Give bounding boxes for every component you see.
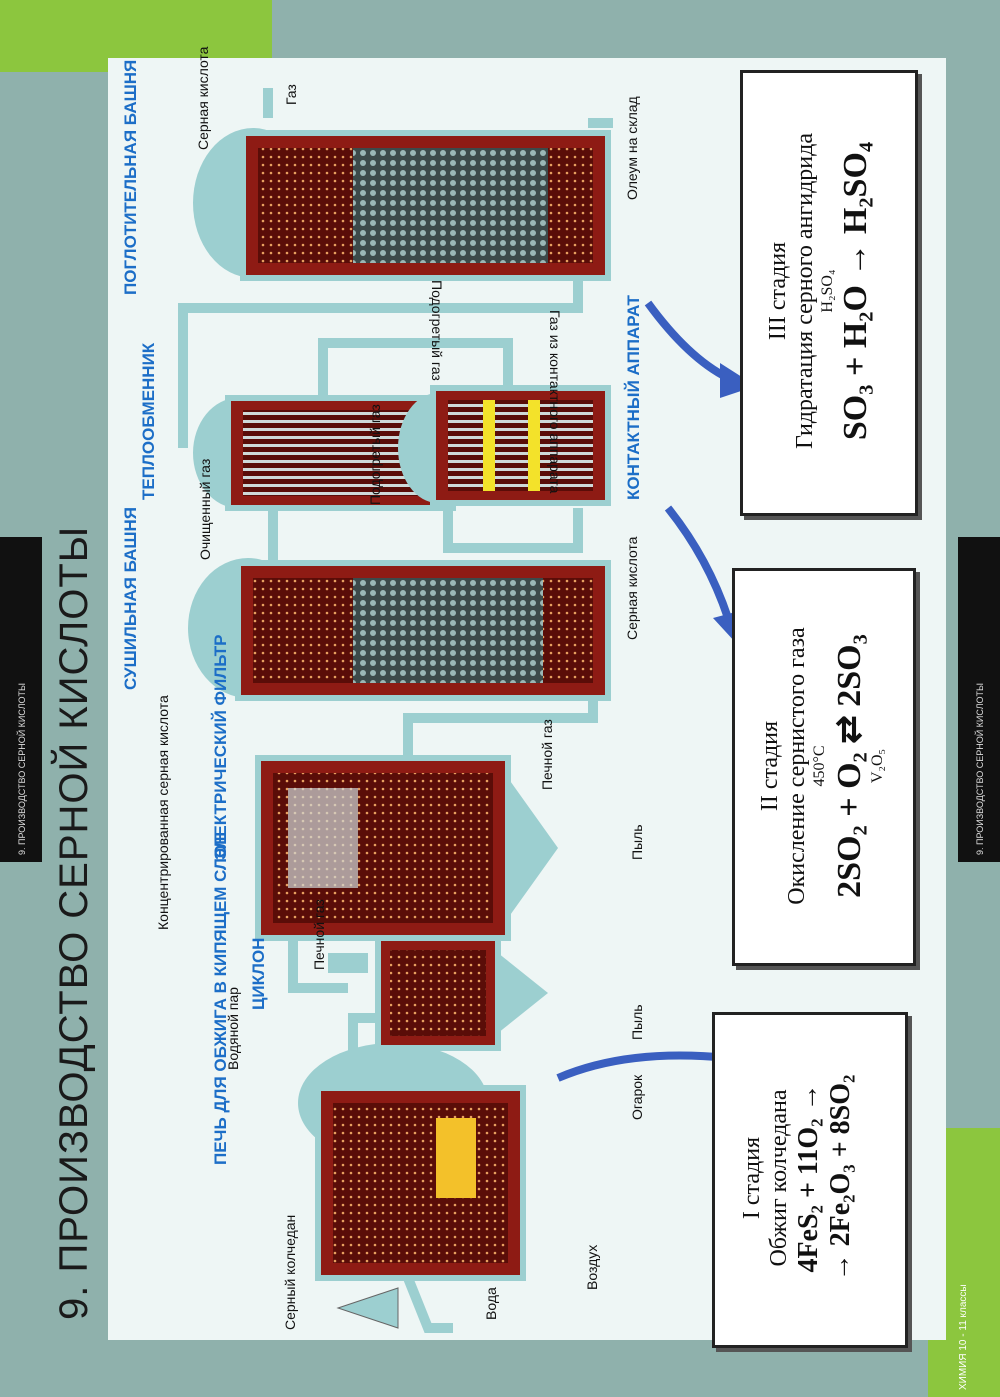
label-gas-from-contact: Газ из контактного аппарата (547, 310, 563, 494)
label-purified-gas: Очищенный газ (197, 458, 213, 560)
stage-3-content: III стадия Гидратация серного ангидрида … (765, 81, 875, 501)
label-conc-acid: Концентрированная серная кислота (155, 695, 171, 930)
right-bar-text: 9. ПРОИЗВОДСТВО СЕРНОЙ КИСЛОТЫ (975, 683, 985, 855)
left-bar-text: 9. ПРОИЗВОДСТВО СЕРНОЙ КИСЛОТЫ (17, 683, 27, 855)
label-steam: Водяной пар (225, 987, 241, 1070)
stage-1-eq-line2: → 2Fe₂O₃ + 8SO₂ (825, 1074, 856, 1282)
stage-2-desc: Окисление сернистого газа (784, 627, 810, 905)
stage-1-eq-line1: 4FeS₂ + 11O₂ → (793, 1083, 824, 1273)
label-cinder: Огарок (629, 1074, 645, 1120)
pipe-contact-heatexch (443, 508, 583, 553)
stage-2-cond-top: 450°C (811, 745, 828, 787)
pipe-heatexch-absorber (178, 278, 583, 448)
stage-1-name: I стадия (739, 1136, 765, 1220)
label-cyclone: ЦИКЛОН (249, 937, 268, 1010)
label-contact-apparatus: КОНТАКТНЫЙ АППАРАТ (624, 295, 643, 500)
arrow-stage-3 (644, 300, 730, 382)
label-dust-1: Пыль (629, 1004, 645, 1040)
stage-3-cond-top: H₂SO₄ (819, 269, 836, 313)
stage-1-box: I стадия Обжиг колчедана 4FeS₂ + 11O₂ → … (712, 1012, 908, 1348)
stage-2-box: II стадия Окисление сернистого газа 450°… (732, 568, 916, 966)
furnace (298, 1043, 526, 1333)
label-sulfuric-acid-2: Серная кислота (195, 46, 211, 150)
absorption-tower (193, 128, 611, 281)
cyclone (328, 935, 548, 1051)
label-sulfuric-acid-1: Серная кислота (624, 536, 640, 640)
label-air: Воздух (584, 1244, 600, 1290)
pipe-heatexch-contact-1 (318, 338, 513, 413)
stage-3-equation: SO₃ + H₂O → H₂SO₄ (837, 141, 874, 441)
arrow-stage-2 (664, 505, 732, 620)
label-gas-out: Газ (283, 84, 299, 105)
label-water: Вода (483, 1287, 499, 1320)
label-oleum: Олеум на склад (624, 96, 640, 200)
label-dust-2: Пыль (629, 824, 645, 860)
label-furnace-gas-1: Печной газ (311, 899, 327, 970)
arrow-stage-1 (556, 1051, 729, 1082)
label-heated-gas-2: Подогретый газ (429, 280, 445, 381)
drying-tower (188, 558, 611, 701)
label-heated-gas-1: Подогретый газ (367, 404, 383, 505)
left-title-bar: 9. ПРОИЗВОДСТВО СЕРНОЙ КИСЛОТЫ (0, 537, 42, 862)
stage-2-equation: 2SO₂ + O₂ ⇄ 2SO₃ (831, 634, 868, 898)
label-furnace-gas-2: Печной газ (539, 719, 555, 790)
contact-apparatus (398, 385, 611, 506)
label-heat-exchanger: ТЕПЛООБМЕННИК (139, 342, 158, 500)
stage-1-desc: Обжиг колчедана (766, 1089, 792, 1267)
label-pyrite: Серный колчедан (282, 1214, 298, 1330)
stage-1-content: I стадия Обжиг колчедана 4FeS₂ + 11O₂ → … (739, 1023, 857, 1333)
label-electrofilter: ЭЛЕКТРИЧЕСКИЙ ФИЛЬТР (211, 634, 230, 860)
right-title-bar: 9. ПРОИЗВОДСТВО СЕРНОЙ КИСЛОТЫ (958, 537, 1000, 862)
process-diagram (178, 88, 756, 1333)
stage-3-name: III стадия (765, 241, 791, 341)
stage-3-desc: Гидратация серного ангидрида (792, 133, 818, 449)
stage-3-box: III стадия Гидратация серного ангидрида … (740, 70, 918, 516)
subject-label: ХИМИЯ 10 - 11 классы (958, 1284, 969, 1390)
label-drying-tower: СУШИЛЬНАЯ БАШНЯ (121, 507, 140, 690)
stage-2-cond-bottom: V₂O₅ (869, 748, 886, 784)
label-absorption-tower: ПОГЛОТИТЕЛЬНАЯ БАШНЯ (121, 59, 140, 295)
page-title: 9. ПРОИЗВОДСТВО СЕРНОЙ КИСЛОТЫ (52, 525, 96, 1320)
stage-2-name: II стадия (757, 720, 783, 812)
stage-2-content: II стадия Окисление сернистого газа 450°… (757, 581, 887, 951)
electric-filter (255, 755, 558, 941)
